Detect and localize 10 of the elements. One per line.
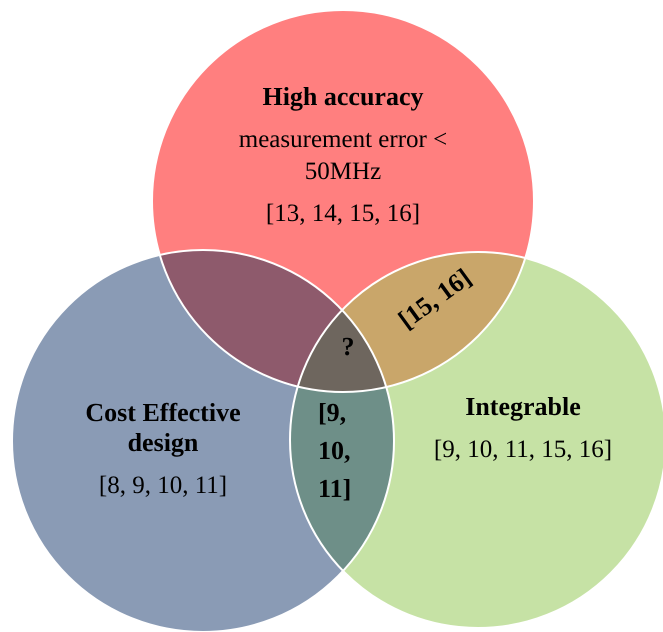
circle-text: [9, 10, 11, 15, 16] xyxy=(434,435,612,465)
overlap-text: [15, 16] xyxy=(392,262,478,337)
circle-heading: Integrable xyxy=(465,392,581,422)
circle-text: [8, 9, 10, 11] xyxy=(98,471,228,501)
overlap-text: [9, 10, 11] xyxy=(318,397,352,505)
circle-text: [13, 14, 15, 16] xyxy=(266,199,420,229)
overlap-text: ? xyxy=(342,331,354,363)
circle-text: measurement error < 50MHz xyxy=(238,125,448,187)
circle-heading: High accuracy xyxy=(262,82,424,112)
circle-heading: Cost Effective design xyxy=(84,398,242,458)
